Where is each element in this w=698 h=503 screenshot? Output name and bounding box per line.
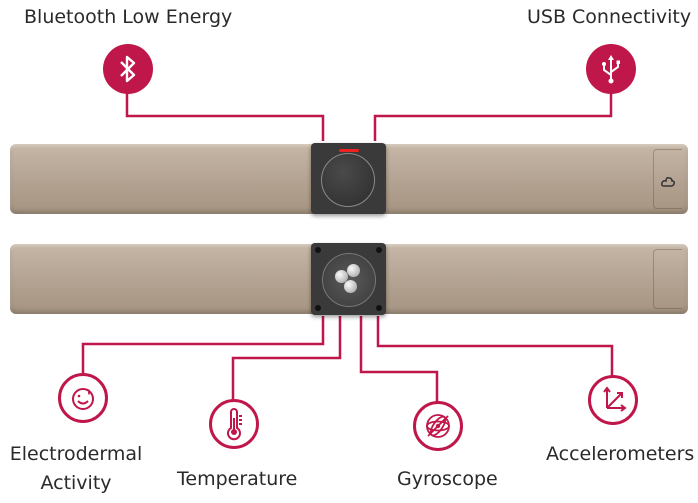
axes-icon <box>588 375 638 425</box>
strap-tab <box>653 149 682 209</box>
screw <box>315 305 321 311</box>
device-button <box>321 153 375 207</box>
logo-icon <box>661 177 675 187</box>
screw <box>315 247 321 253</box>
eda-label-line1: Electrodermal <box>9 443 143 465</box>
eda-label-line2: Activity <box>40 471 112 494</box>
sensor-electrode <box>344 280 357 293</box>
bluetooth-icon <box>103 44 153 94</box>
gyroscope-label: Gyroscope <box>397 468 498 490</box>
screw <box>376 305 382 311</box>
thermometer-icon <box>209 399 259 449</box>
eda-label: Electrodermal Activity <box>6 443 146 495</box>
temperature-label: Temperature <box>177 468 298 490</box>
skin-droplet-icon <box>58 373 108 423</box>
device-module-front <box>311 143 386 214</box>
accelerometers-label: Accelerometers <box>546 443 695 465</box>
bluetooth-label: Bluetooth Low Energy <box>24 6 233 28</box>
sensor-plate <box>322 253 376 307</box>
device-module-back <box>311 243 386 315</box>
usb-icon <box>586 44 636 94</box>
sensor-electrode <box>335 270 348 283</box>
screw <box>376 247 382 253</box>
sensor-electrode <box>347 264 360 277</box>
strap-tab-bottom <box>653 249 682 309</box>
usb-label: USB Connectivity <box>527 6 692 28</box>
gyroscope-icon <box>413 401 463 451</box>
status-led <box>339 149 359 152</box>
